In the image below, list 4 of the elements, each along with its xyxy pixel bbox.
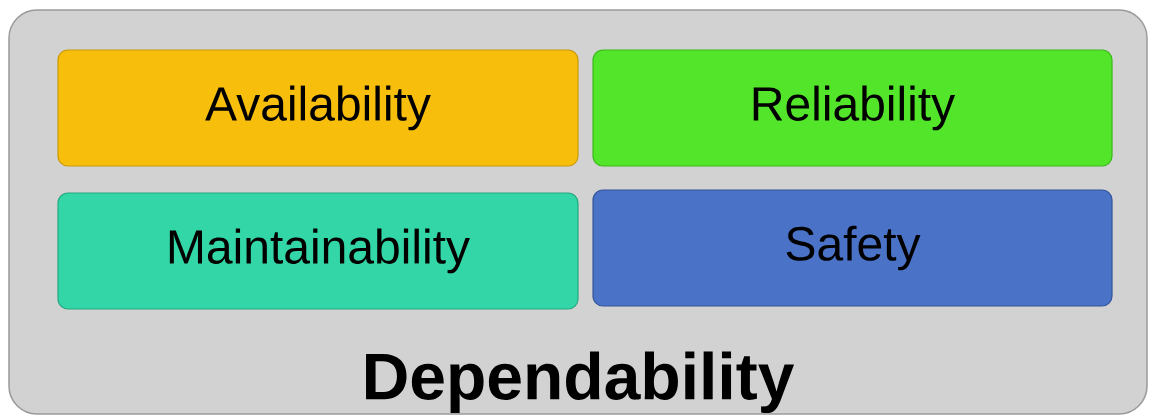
category-box: Safety (592, 189, 1113, 307)
category-box: Reliability (592, 49, 1113, 167)
category-box: Availability (57, 49, 579, 167)
category-box: Maintainability (57, 192, 579, 310)
